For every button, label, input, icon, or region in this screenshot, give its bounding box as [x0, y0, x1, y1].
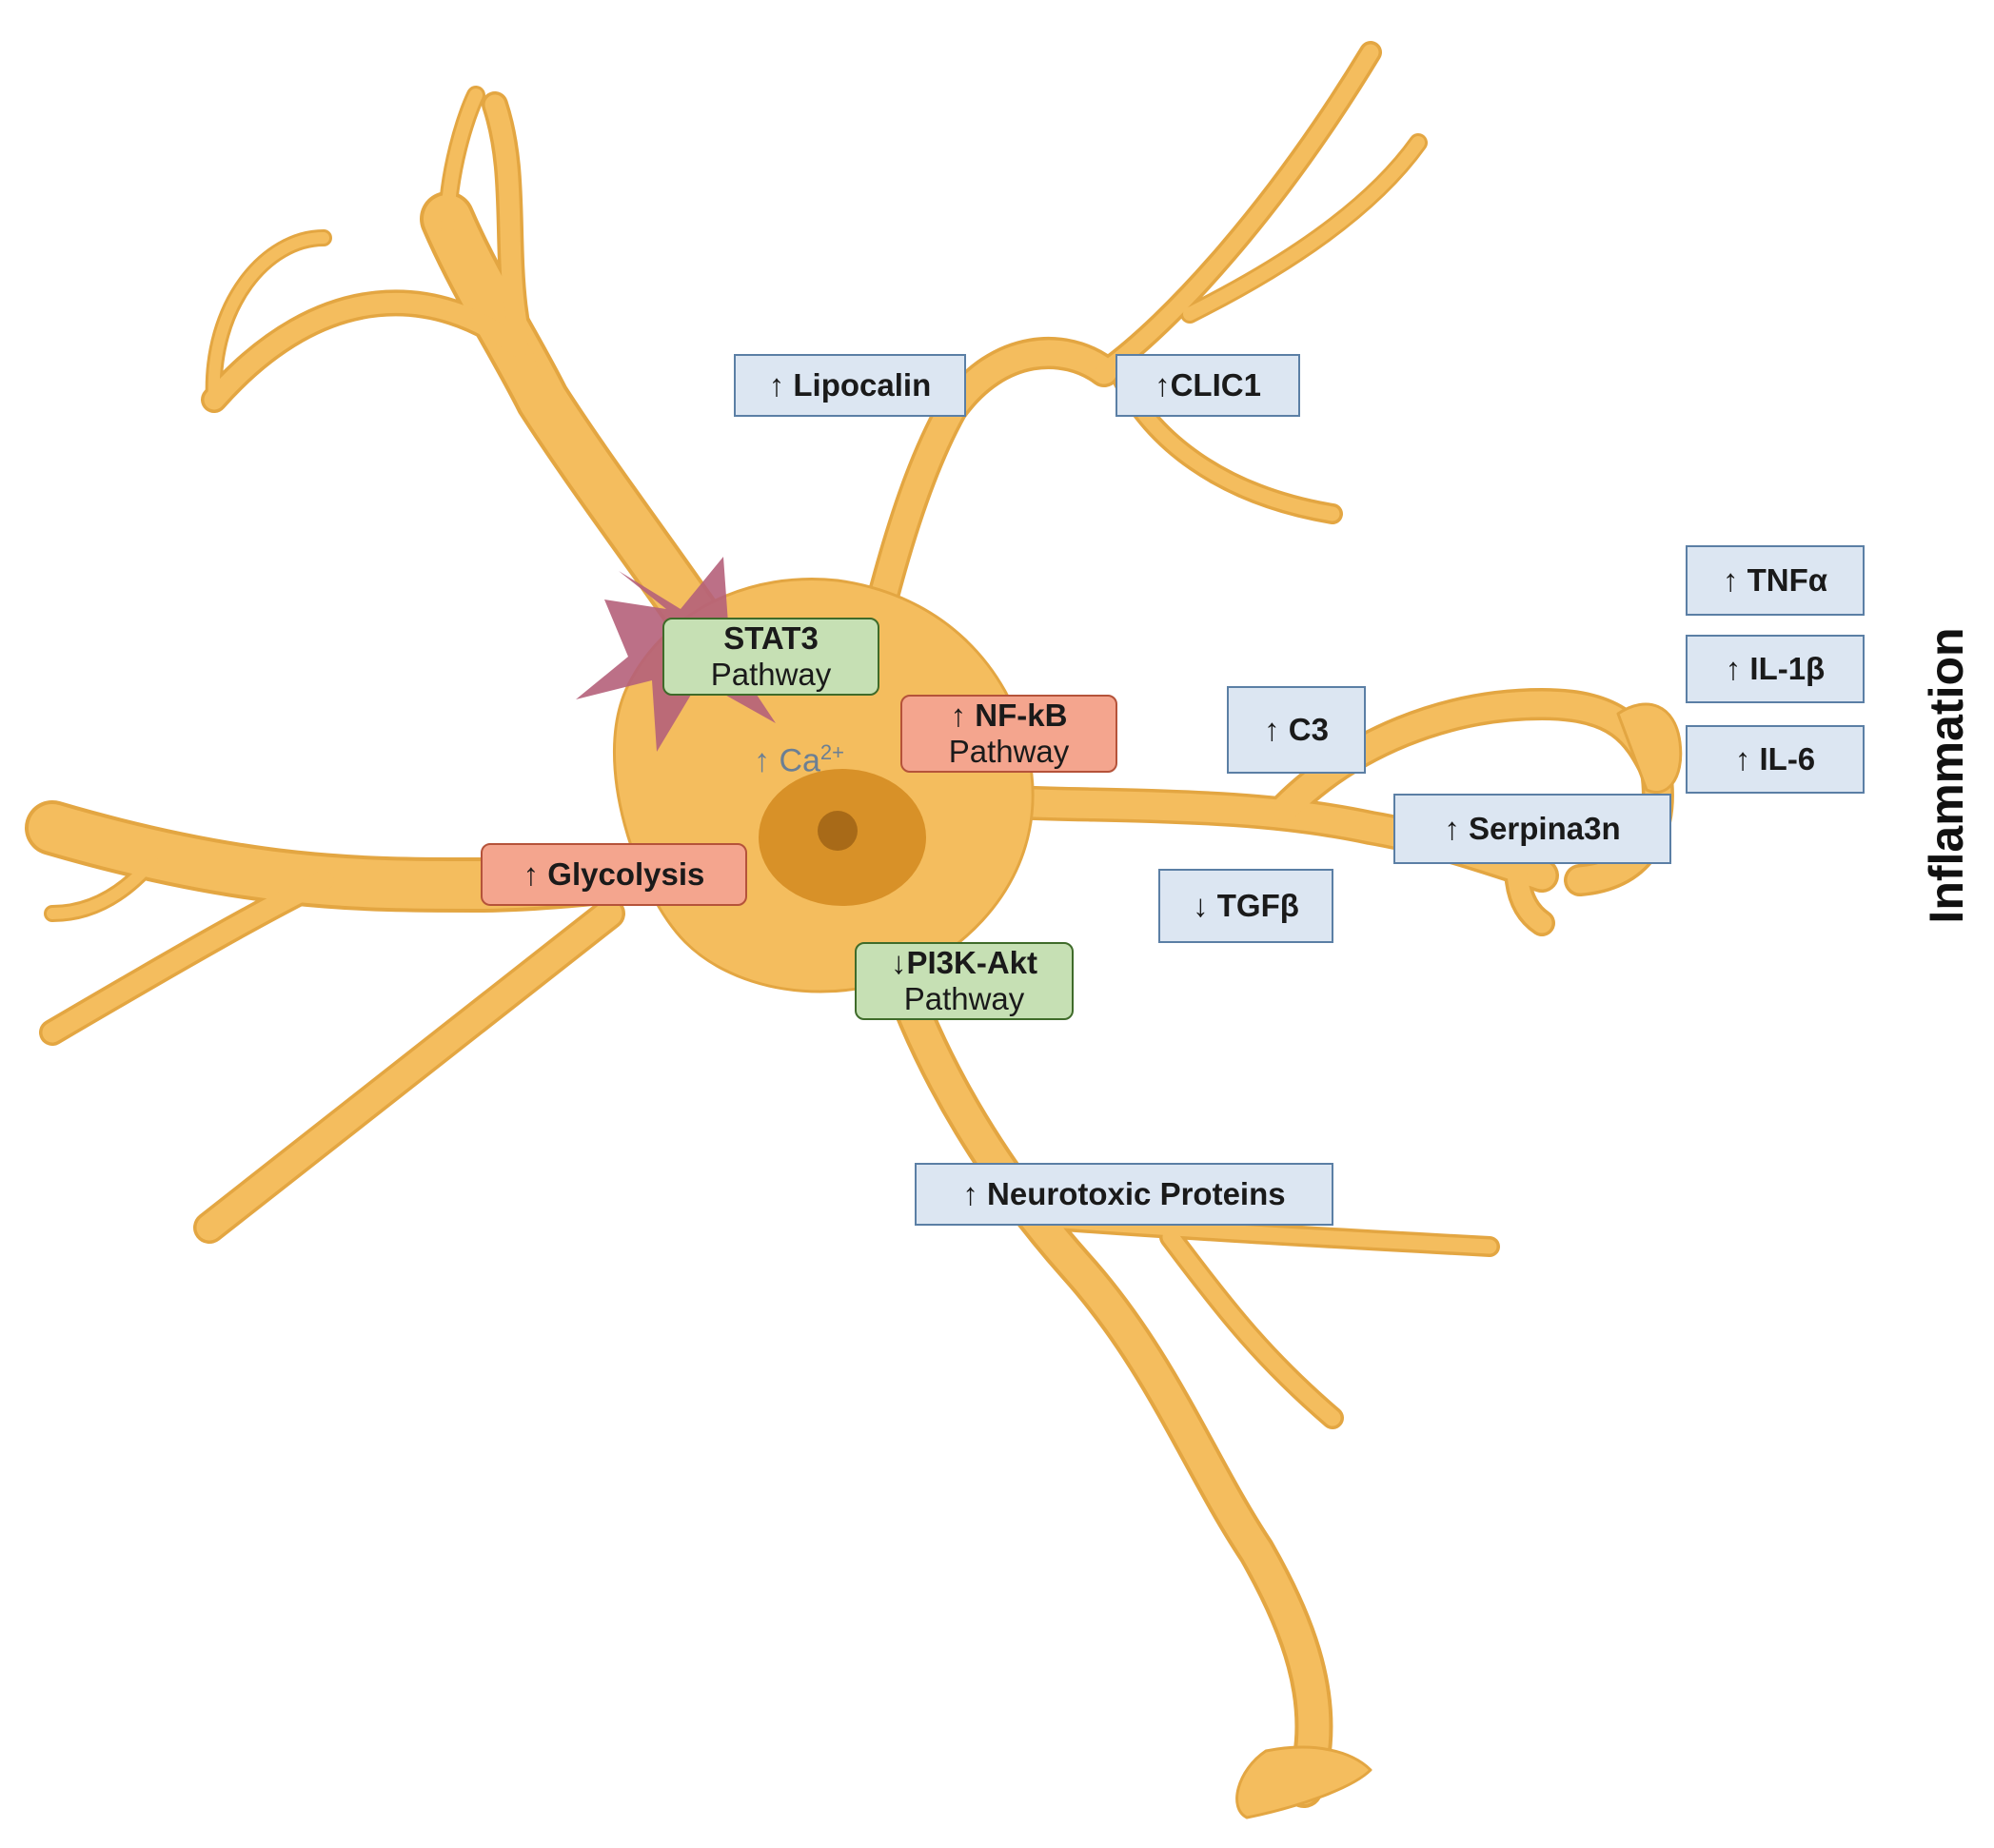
tnfa-box: ↑ TNFα [1686, 545, 1865, 616]
stat3-pathway-box: STAT3 Pathway [662, 618, 879, 696]
clic1-box: ↑CLIC1 [1115, 354, 1300, 417]
glycolysis-label: ↑ Glycolysis [523, 856, 705, 893]
glycolysis-box: ↑ Glycolysis [481, 843, 747, 906]
stat3-sub: Pathway [710, 657, 832, 692]
c3-label: ↑ C3 [1264, 712, 1329, 748]
neurotoxic-label: ↑ Neurotoxic Proteins [962, 1176, 1286, 1212]
lipocalin-label: ↑ Lipocalin [768, 367, 932, 403]
il6-label: ↑ IL-6 [1734, 741, 1816, 777]
neurotoxic-proteins-box: ↑ Neurotoxic Proteins [915, 1163, 1333, 1226]
stat3-name: STAT3 [723, 620, 819, 657]
tgfb-label: ↓ TGFβ [1193, 888, 1299, 924]
c3-box: ↑ C3 [1227, 686, 1366, 774]
tnfa-label: ↑ TNFα [1722, 562, 1828, 599]
inflammation-title: Inflammation [1920, 627, 1973, 924]
il6-box: ↑ IL-6 [1686, 725, 1865, 794]
lipocalin-box: ↑ Lipocalin [734, 354, 966, 417]
pi3k-name: ↓PI3K-Akt [890, 945, 1038, 981]
pi3k-sub: Pathway [903, 981, 1025, 1016]
nfkb-name: ↑ NF-kB [950, 698, 1068, 734]
end-foot [1616, 702, 1683, 794]
nfkb-pathway-box: ↑ NF-kB Pathway [900, 695, 1117, 773]
serpina3n-box: ↑ Serpina3n [1393, 794, 1671, 864]
tgfb-box: ↓ TGFβ [1158, 869, 1333, 943]
serpina3n-label: ↑ Serpina3n [1444, 811, 1621, 847]
il1b-label: ↑ IL-1β [1725, 651, 1826, 687]
nucleolus [818, 811, 858, 851]
astrocyte-cell [25, 41, 1683, 1819]
il1b-box: ↑ IL-1β [1686, 635, 1865, 703]
nfkb-sub: Pathway [948, 734, 1070, 769]
end-foot [1235, 1745, 1372, 1819]
clic1-label: ↑CLIC1 [1155, 367, 1261, 403]
pi3k-pathway-box: ↓PI3K-Akt Pathway [855, 942, 1074, 1020]
calcium-label: ↑ Ca2+ [754, 740, 845, 779]
